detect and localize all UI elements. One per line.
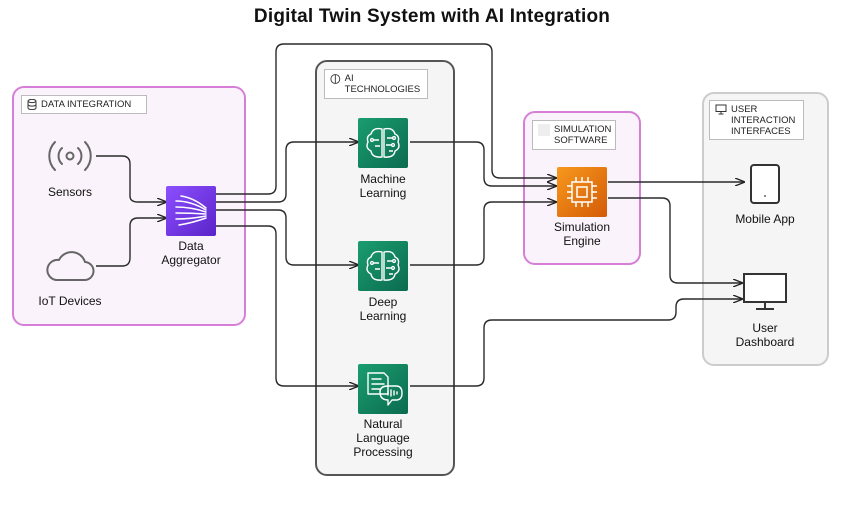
edge-nlp-dashboard [410, 299, 742, 387]
edge-ml-sim [410, 141, 556, 186]
database-icon [27, 99, 37, 110]
edge-aggregator-nlp [216, 225, 358, 386]
node-machine-learning-label: Machine Learning [359, 172, 407, 200]
group-label-ai-technologies: AI TECHNOLOGIES [324, 69, 428, 99]
group-label-user-interaction: USER INTERACTION INTERFACES [709, 100, 804, 140]
brain-icon [358, 241, 408, 291]
node-mobile-app-label: Mobile App [735, 212, 795, 226]
node-user-dashboard-label: User Dashboard [735, 321, 795, 349]
edge-aggregator-ml [216, 142, 358, 203]
edge-dl-sim [410, 202, 556, 266]
group-label-simulation-software: SIMULATION SOFTWARE [532, 120, 616, 150]
edge-iot-aggregator [96, 218, 166, 267]
edge-aggregator-dl [216, 209, 358, 265]
node-sensors-label: Sensors [47, 185, 93, 199]
monitor-icon [743, 273, 787, 310]
node-iot-devices-label: IoT Devices [38, 294, 102, 308]
diagram-title: Digital Twin System with AI Integration [253, 6, 611, 27]
ai-circle-icon [330, 74, 341, 84]
node-data-aggregator-label: Data Aggregator [161, 239, 221, 267]
node-deep-learning-label: Deep Learning [359, 295, 407, 323]
brain-icon [358, 118, 408, 168]
group-label-data-integration: DATA INTEGRATION [21, 95, 147, 114]
sensor-waves-icon [48, 141, 92, 171]
document-speech-icon [358, 364, 408, 414]
node-simulation-engine-label: Simulation Engine [553, 220, 611, 248]
edge-sensors-aggregator [96, 155, 166, 202]
edge-aggregator-sim-top [216, 43, 556, 195]
node-nlp-label: Natural Language Processing [353, 417, 413, 459]
monitor-icon [715, 104, 727, 115]
group-simulation-software: SIMULATION SOFTWARE [523, 111, 641, 265]
edge-sim-dashboard [608, 197, 742, 283]
kinesis-stream-icon [166, 186, 216, 236]
group-user-interaction: USER INTERACTION INTERFACES [702, 92, 829, 366]
mobile-phone-icon [750, 164, 780, 204]
chip-icon [557, 167, 607, 217]
simulation-placeholder-icon [538, 124, 550, 136]
cloud-icon [46, 251, 95, 282]
